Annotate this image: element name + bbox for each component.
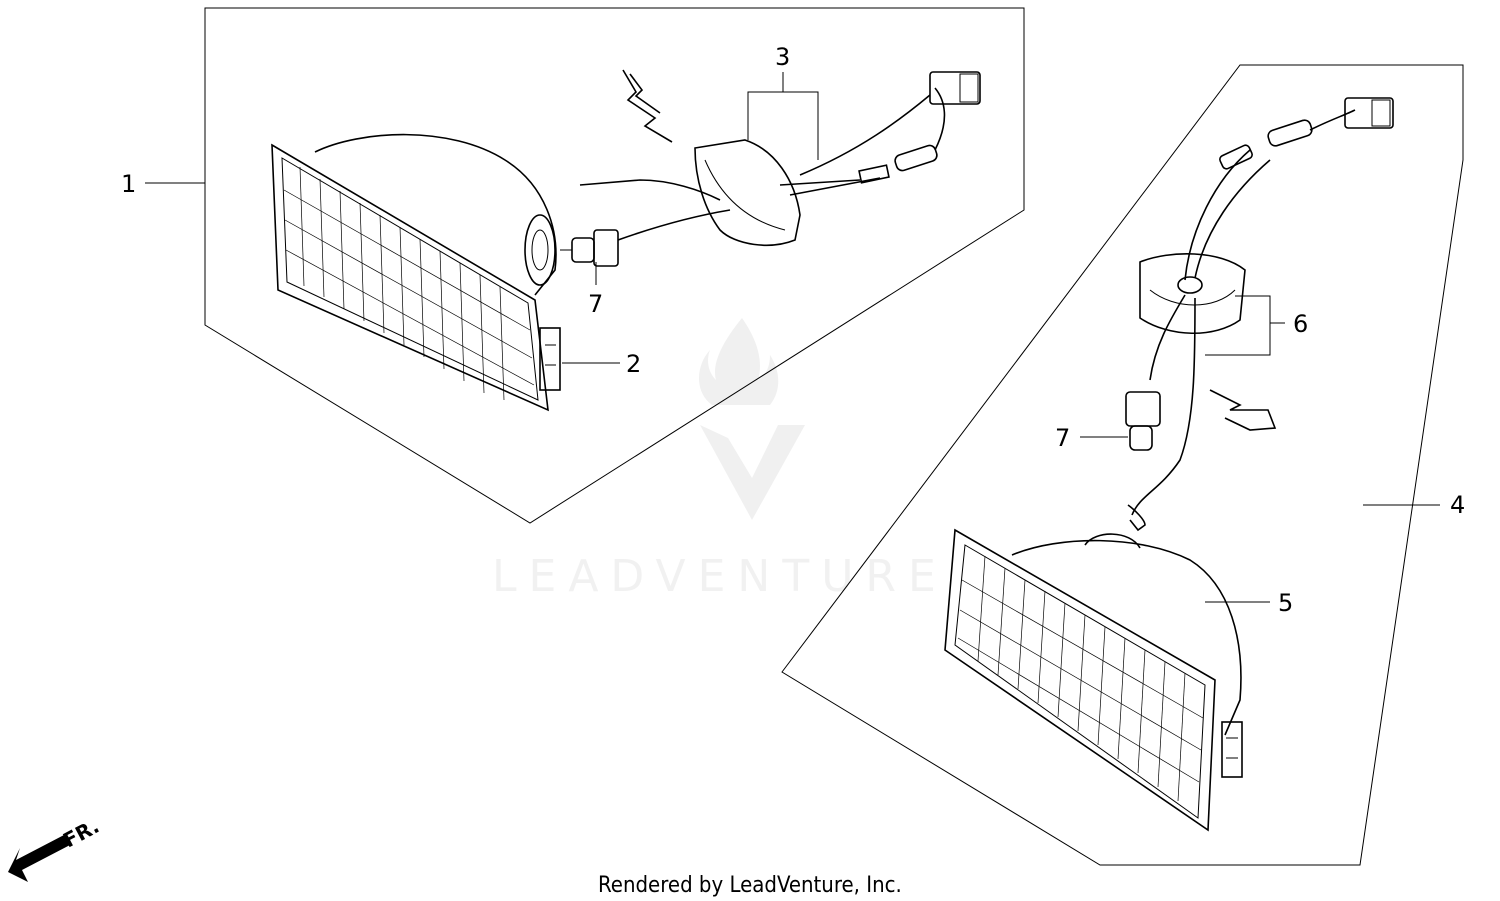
callout-5: 5 <box>1278 589 1293 617</box>
right-housing <box>1011 539 1242 736</box>
assembly-1-boundary <box>204 7 1025 524</box>
callout-7-left: 7 <box>588 290 603 318</box>
watermark: LEADVENTURE <box>492 318 948 602</box>
left-socket-ring <box>524 214 556 286</box>
left-bracket <box>539 327 561 391</box>
left-connector <box>929 71 981 105</box>
right-bulb <box>1125 391 1161 451</box>
left-rubber-boot <box>694 139 801 246</box>
right-rubber-boot <box>1139 253 1246 335</box>
footer-credit: Rendered by LeadVenture, Inc. <box>598 873 902 898</box>
left-housing <box>314 133 557 296</box>
callout-6: 6 <box>1293 310 1308 338</box>
left-socket-harness <box>579 69 981 246</box>
right-clip <box>1209 389 1277 431</box>
right-headlight <box>944 528 1243 832</box>
assembly-4-boundary <box>781 64 1464 866</box>
right-bracket <box>1221 721 1243 778</box>
right-lens-grid <box>957 555 1204 802</box>
left-headlight <box>271 133 561 412</box>
left-bulb <box>560 229 619 267</box>
right-connector <box>1344 97 1394 129</box>
right-socket-harness <box>1125 97 1394 532</box>
watermark-flame-icon <box>699 318 779 405</box>
right-lens-frame <box>944 528 1216 832</box>
front-direction-indicator: FR. <box>8 814 103 882</box>
callout-7-right: 7 <box>1055 424 1070 452</box>
left-lens-frame <box>271 143 549 412</box>
leader-lines <box>145 72 1440 603</box>
left-clip <box>622 69 673 143</box>
watermark-text: LEADVENTURE <box>492 551 948 602</box>
front-arrow-icon <box>8 835 70 882</box>
watermark-v-icon <box>700 425 805 520</box>
left-lens-grid <box>283 166 535 401</box>
callout-1: 1 <box>121 170 136 198</box>
callout-3: 3 <box>775 43 790 71</box>
callout-2: 2 <box>626 350 641 378</box>
callout-4: 4 <box>1450 491 1465 519</box>
